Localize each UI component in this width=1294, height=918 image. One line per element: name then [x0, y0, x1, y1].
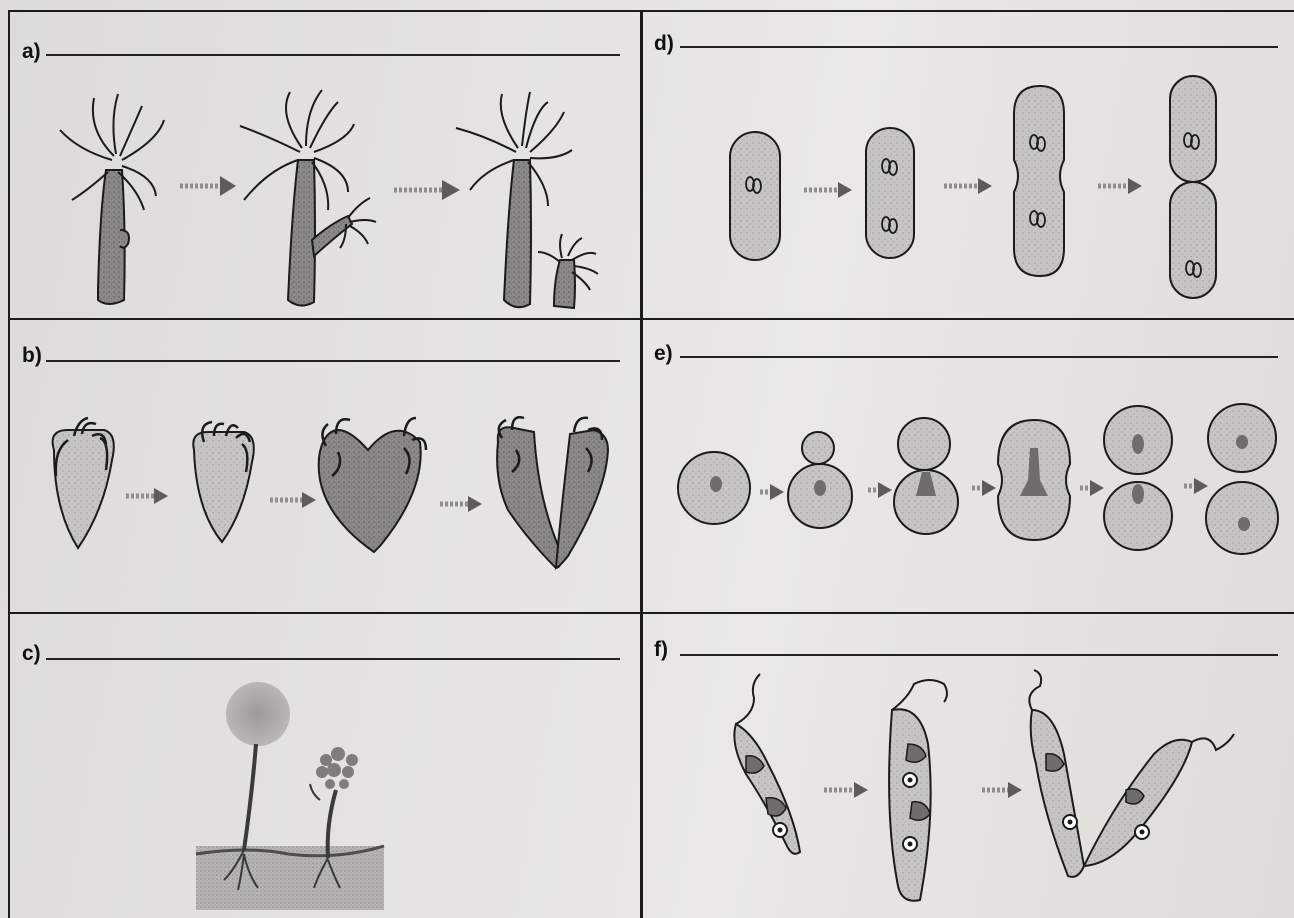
panel-d: d)	[644, 10, 1294, 318]
cell-d-stage-1	[730, 132, 780, 260]
cell-d-stage-3	[1014, 86, 1064, 276]
trypanosome-stage-3-left	[1031, 710, 1084, 877]
panel-c: c)	[8, 614, 640, 918]
yeast-stage-2-bud	[802, 432, 834, 464]
hydra-stage-3	[456, 92, 598, 308]
paramecium-stage-4-left	[497, 427, 561, 568]
fission-illustration-b	[8, 320, 640, 612]
hydra-stage-1	[60, 94, 164, 304]
grid-center-divider	[640, 10, 643, 918]
budding-illustration-e	[644, 320, 1294, 612]
panel-a: a)	[8, 10, 640, 318]
trypanosome-stage-1	[734, 724, 800, 854]
sporangium-large	[226, 682, 290, 746]
sporangium-small	[316, 747, 358, 789]
hydra-budding-illustration	[8, 10, 640, 318]
cell-d-stage-4-bottom	[1170, 182, 1216, 298]
binary-fission-illustration-d	[644, 10, 1294, 318]
spore-formation-illustration	[8, 614, 640, 918]
panel-e: e)	[644, 320, 1294, 612]
hydra-stage-2	[240, 90, 376, 306]
panel-grid: a)	[8, 10, 1294, 918]
panel-f: f)	[644, 614, 1294, 918]
yeast-stage-3-bud	[898, 418, 950, 470]
cell-d-stage-2	[866, 128, 914, 258]
paramecium-stage-4-right	[556, 430, 608, 568]
panel-b: b)	[8, 320, 640, 612]
cell-d-stage-4-top	[1170, 76, 1216, 182]
arrows-d	[804, 178, 1142, 198]
trypanosome-fission-illustration	[644, 614, 1294, 918]
